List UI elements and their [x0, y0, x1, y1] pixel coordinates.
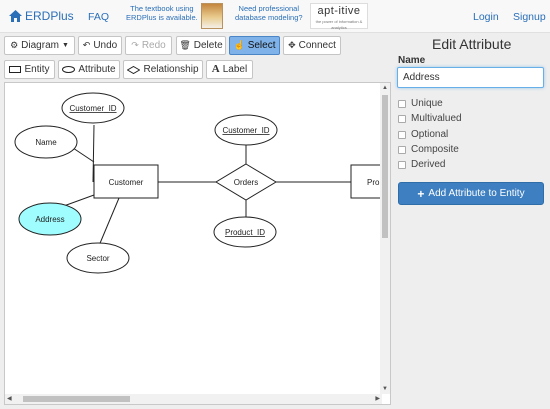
trash-icon: 🗑: [179, 40, 191, 50]
delete-label: Delete: [193, 40, 223, 51]
entity-tool-button[interactable]: Entity: [4, 60, 55, 79]
scroll-up-arrow-icon[interactable]: ▲: [382, 85, 388, 91]
connect-label: Connect: [298, 40, 336, 51]
attribute-address-label: Address: [35, 215, 64, 224]
attribute-product-id-label: Product_ID: [225, 228, 265, 237]
composite-label: Composite: [411, 144, 459, 155]
caret-down-icon: ▼: [61, 42, 69, 49]
select-label: Select: [247, 40, 276, 51]
entity-product[interactable]: Pro: [350, 164, 382, 199]
add-attribute-label: Add Attribute to Entity: [428, 188, 525, 199]
undo-label: Undo: [93, 40, 118, 51]
redo-button[interactable]: ↷ Redo: [125, 36, 172, 55]
attribute-name-input[interactable]: [397, 67, 544, 88]
rectangle-icon: [9, 66, 22, 73]
redo-label: Redo: [141, 40, 166, 51]
label-tool-label: Label: [222, 64, 248, 75]
add-attribute-to-entity-button[interactable]: + Add Attribute to Entity: [398, 182, 544, 205]
textbook-promo-line-1: The textbook using: [130, 4, 194, 13]
multivalued-checkbox[interactable]: [398, 114, 406, 123]
vertical-scrollbar[interactable]: ▲ ▼: [380, 83, 390, 394]
undo-button[interactable]: ↶ Undo: [78, 36, 122, 55]
delete-button[interactable]: 🗑 Delete: [176, 36, 226, 55]
unique-label: Unique: [411, 98, 443, 109]
brand-name: ERDPlus: [25, 9, 74, 23]
relationship-label: Relationship: [143, 64, 199, 75]
select-tool-button[interactable]: ☝ Select: [229, 36, 280, 55]
composite-option[interactable]: Composite: [398, 144, 459, 155]
ellipse-icon: [62, 66, 76, 73]
attribute-customer-id-right-label: Customer_ID: [222, 126, 269, 135]
gear-icon: ⚙: [10, 40, 19, 50]
attribute-sector[interactable]: Sector: [66, 242, 130, 274]
label-tool-button[interactable]: A Label: [206, 60, 253, 79]
name-field-label: Name: [398, 55, 426, 66]
attribute-address-selected[interactable]: Address: [18, 202, 82, 236]
textbook-promo[interactable]: The textbook using ERDPlus is available.: [126, 4, 198, 22]
textbook-cover-image[interactable]: [201, 3, 223, 29]
relationship-orders-label: Orders: [234, 178, 258, 187]
horizontal-scrollbar[interactable]: ◀ ▶: [5, 394, 382, 404]
redo-icon: ↷: [131, 40, 139, 50]
faq-link[interactable]: FAQ: [88, 11, 110, 23]
top-navbar: ERDPlus FAQ The textbook using ERDPlus i…: [0, 0, 550, 33]
scroll-down-arrow-icon[interactable]: ▼: [382, 386, 388, 392]
aptitive-logo-text: apt-itive: [317, 5, 361, 17]
pointer-hand-icon: ☝: [233, 40, 245, 50]
diamond-icon: [127, 65, 141, 74]
home-icon: [9, 10, 22, 22]
optional-option[interactable]: Optional: [398, 129, 448, 140]
brand-link[interactable]: ERDPlus: [9, 9, 74, 23]
diagram-menu-label: Diagram: [21, 40, 59, 51]
optional-label: Optional: [411, 129, 449, 140]
modeling-promo-line-2: database modeling?: [235, 13, 303, 22]
attribute-name[interactable]: Name: [14, 125, 78, 159]
attribute-customer-id-left-label: Customer_ID: [69, 104, 116, 113]
undo-icon: ↶: [82, 40, 91, 50]
multivalued-option[interactable]: Multivalued: [398, 113, 462, 124]
attribute-product-id[interactable]: Product_ID: [213, 216, 277, 248]
composite-checkbox[interactable]: [398, 145, 406, 154]
attribute-customer-id-right[interactable]: Customer_ID: [214, 114, 278, 146]
relationship-tool-button[interactable]: Relationship: [123, 60, 203, 79]
panel-title: Edit Attribute: [432, 36, 512, 52]
text-a-icon: A: [211, 63, 220, 75]
multivalued-label: Multivalued: [411, 113, 462, 124]
vertical-scroll-thumb[interactable]: [382, 95, 388, 238]
relationship-orders[interactable]: Orders: [215, 163, 277, 201]
entity-product-label: Pro: [367, 178, 380, 187]
diagram-menu-button[interactable]: ⚙ Diagram ▼: [4, 36, 75, 55]
derived-option[interactable]: Derived: [398, 159, 445, 170]
aptitive-logo[interactable]: apt-itive the power of information & ana…: [310, 3, 368, 30]
textbook-promo-line-2: ERDPlus is available.: [126, 13, 198, 22]
aptitive-tagline: the power of information & analytics: [315, 19, 363, 30]
unique-option[interactable]: Unique: [398, 98, 443, 109]
entity-label: Entity: [24, 64, 50, 75]
unique-checkbox[interactable]: [398, 99, 406, 108]
move-icon: ✥: [288, 40, 296, 50]
entity-customer-label: Customer: [109, 178, 144, 187]
derived-checkbox[interactable]: [398, 160, 406, 169]
login-link[interactable]: Login: [473, 11, 499, 23]
attribute-customer-id-left[interactable]: Customer_ID: [61, 92, 125, 124]
modeling-promo[interactable]: Need professional database modeling?: [235, 4, 303, 22]
diagram-canvas[interactable]: Customer Pro Orders Customer_ID Name Add…: [4, 82, 391, 405]
connect-tool-button[interactable]: ✥ Connect: [283, 36, 341, 55]
er-diagram: Customer Pro Orders Customer_ID Name Add…: [14, 92, 382, 274]
derived-label: Derived: [411, 159, 446, 170]
horizontal-scroll-thumb[interactable]: [23, 396, 130, 402]
scroll-right-arrow-icon[interactable]: ▶: [375, 396, 380, 402]
optional-checkbox[interactable]: [398, 130, 406, 139]
attribute-name-label: Name: [35, 138, 57, 147]
plus-icon: +: [417, 186, 425, 201]
modeling-promo-line-1: Need professional: [238, 4, 300, 13]
signup-link[interactable]: Signup: [513, 11, 546, 23]
attribute-tool-button[interactable]: Attribute: [58, 60, 120, 79]
attribute-label: Attribute: [78, 64, 116, 75]
attribute-sector-label: Sector: [86, 254, 109, 263]
entity-customer[interactable]: Customer: [93, 164, 159, 199]
scroll-left-arrow-icon[interactable]: ◀: [7, 396, 12, 402]
